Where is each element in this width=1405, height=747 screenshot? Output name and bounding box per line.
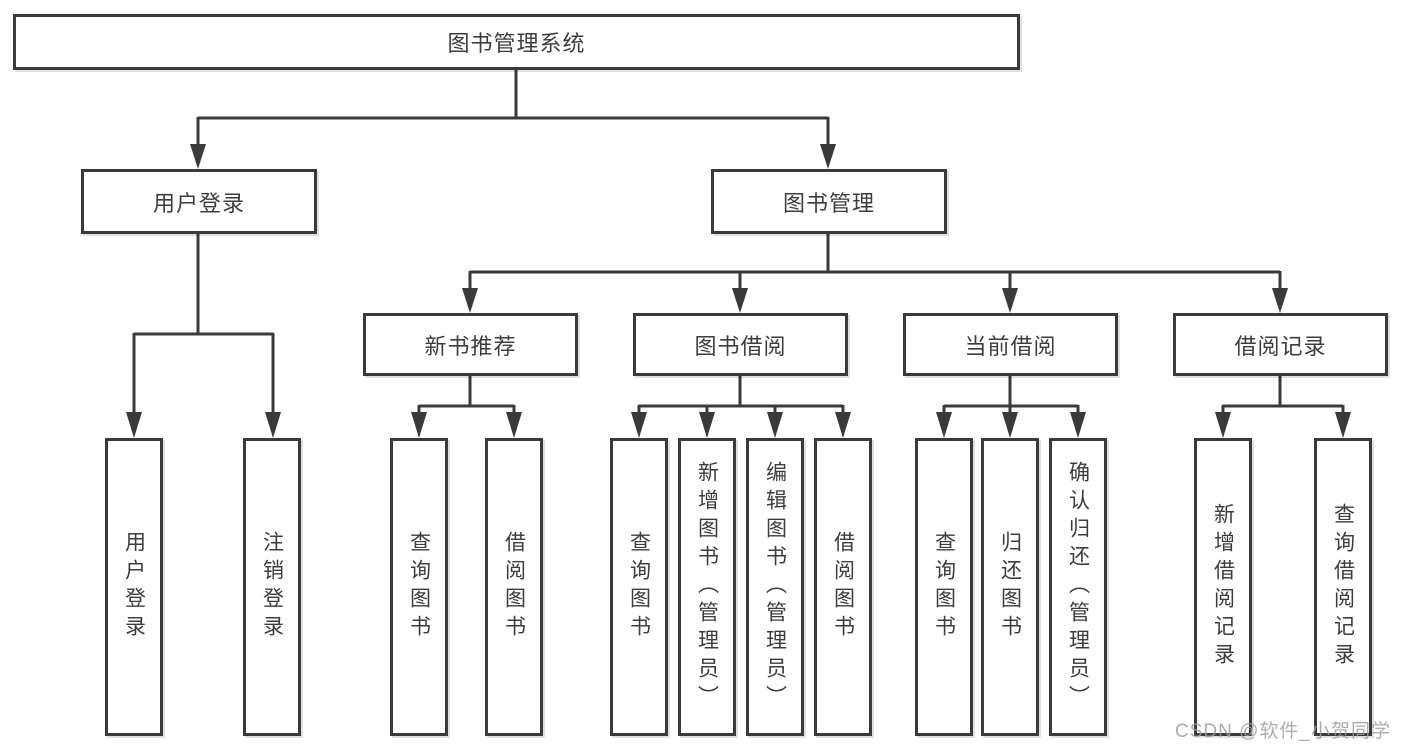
leaf-query-books-recommend-label: 查询图书 [407,531,431,643]
leaf-logout-login-label: 注销登录 [260,531,284,643]
leaf-logout-login: 注销登录 [243,438,301,736]
leaf-return-books-label: 归还图书 [998,531,1022,643]
node-borrow-records-label: 借阅记录 [1234,333,1327,359]
watermark: CSDN @软件_小贺同学 [1175,721,1391,742]
leaf-add-books-admin-label: 新增图书（管理员） [695,461,719,713]
connector-new-book-recommend [417,376,516,413]
leaf-confirm-return-admin-label: 确认归还（管理员） [1066,461,1090,713]
leaf-query-books-current-label: 查询图书 [932,531,956,643]
node-user-login-label: 用户登录 [152,190,245,216]
connector-book-borrow [637,376,845,413]
node-new-book-recommend: 新书推荐 [363,313,578,376]
leaf-query-borrow-record-label: 查询借阅记录 [1331,503,1355,671]
node-new-book-recommend-label: 新书推荐 [424,333,517,359]
leaf-query-books-borrow-label: 查询图书 [627,531,651,643]
leaf-query-borrow-record: 查询借阅记录 [1314,438,1372,736]
connector-root [196,70,830,146]
node-root-label: 图书管理系统 [447,31,586,56]
leaf-borrow-books-label: 借阅图书 [831,531,855,643]
leaf-user-login: 用户登录 [105,438,163,736]
connector-book-management [468,234,1282,289]
node-book-management: 图书管理 [711,169,947,234]
node-book-borrow-label: 图书借阅 [694,333,787,359]
node-root: 图书管理系统 [13,14,1020,70]
node-book-borrow: 图书借阅 [633,313,848,376]
leaf-borrow-books-recommend-label: 借阅图书 [502,531,526,643]
leaf-query-books-recommend: 查询图书 [390,438,448,736]
leaf-return-books: 归还图书 [981,438,1039,736]
arrowheads [126,144,1351,438]
leaf-add-borrow-record-label: 新增借阅记录 [1211,503,1235,671]
node-user-login: 用户登录 [81,169,317,234]
leaf-edit-books-admin-label: 编辑图书（管理员） [763,461,787,713]
node-borrow-records: 借阅记录 [1173,313,1388,376]
connector-borrow-records [1221,376,1345,413]
leaf-borrow-books: 借阅图书 [814,438,872,736]
leaf-confirm-return-admin: 确认归还（管理员） [1049,438,1107,736]
leaf-borrow-books-recommend: 借阅图书 [485,438,543,736]
node-current-borrow-label: 当前借阅 [964,333,1057,359]
leaf-add-books-admin: 新增图书（管理员） [678,438,736,736]
connector-current-borrow [942,376,1080,413]
node-current-borrow: 当前借阅 [903,313,1118,376]
leaf-edit-books-admin: 编辑图书（管理员） [746,438,804,736]
connector-user-login [132,234,275,413]
node-book-management-label: 图书管理 [782,190,875,216]
leaf-query-books-current: 查询图书 [915,438,973,736]
leaf-add-borrow-record: 新增借阅记录 [1194,438,1252,736]
leaf-query-books-borrow: 查询图书 [610,438,668,736]
leaf-user-login-label: 用户登录 [122,531,146,643]
